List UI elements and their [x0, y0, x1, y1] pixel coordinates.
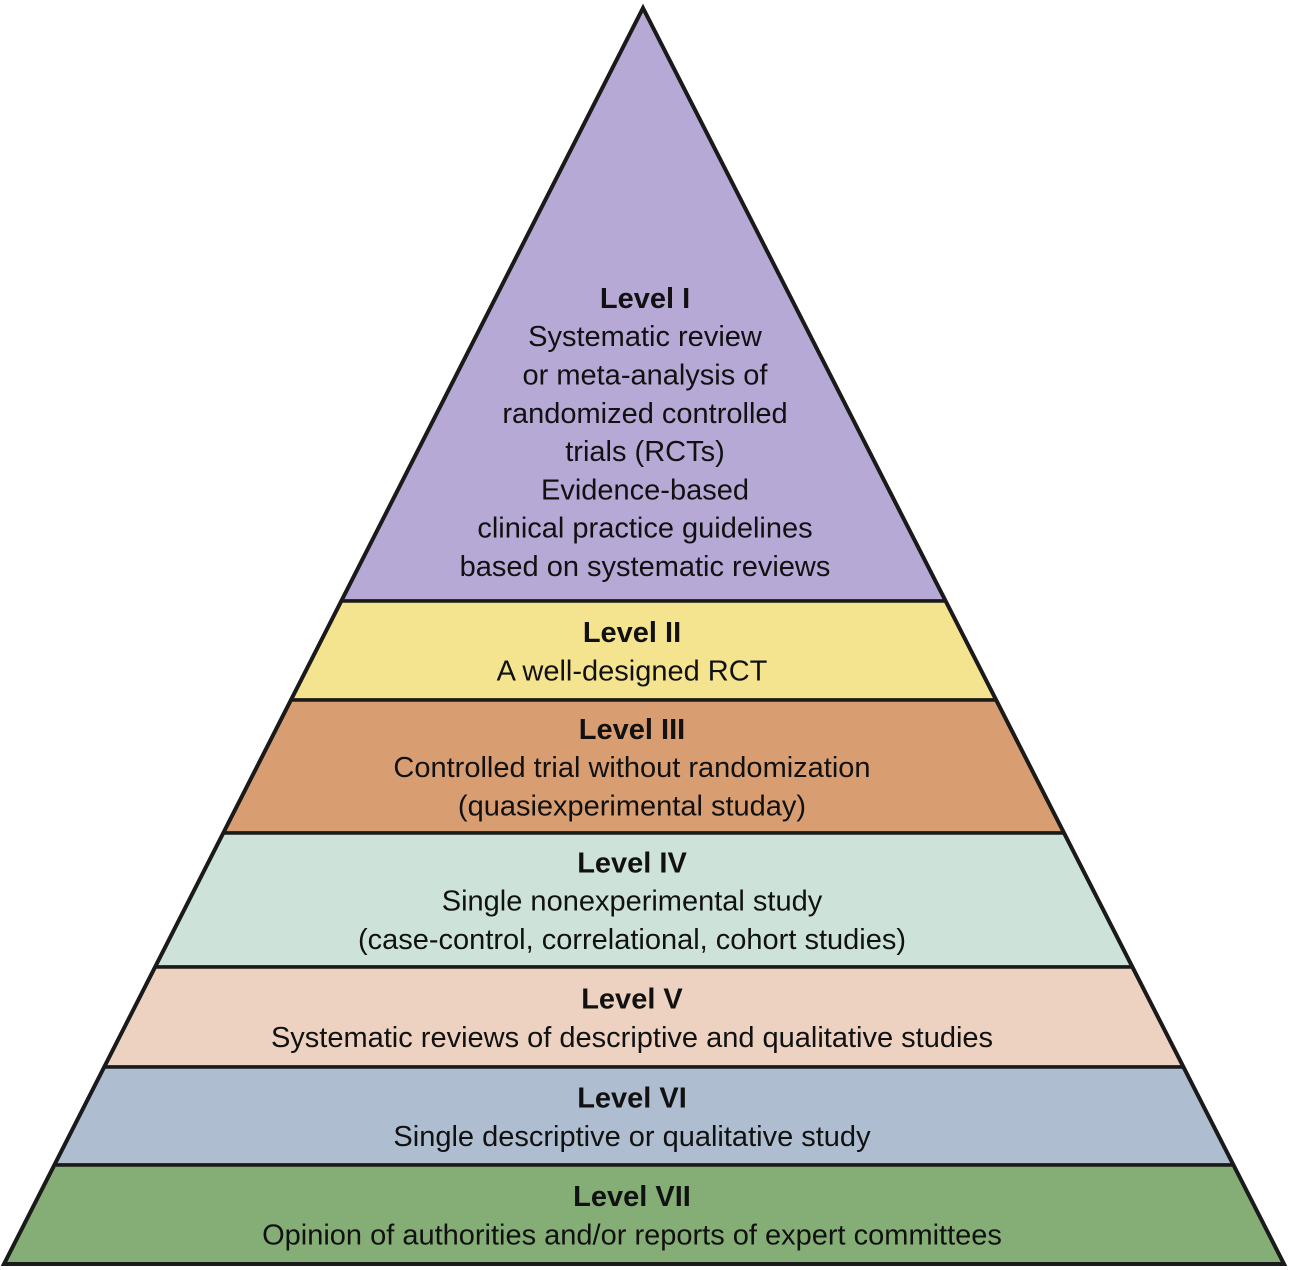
level-1-line-7: based on systematic reviews — [460, 551, 831, 583]
level-1-line-5: Evidence-based — [541, 474, 749, 506]
level-4-title: Level IV — [577, 847, 687, 879]
level-7-title: Level VII — [573, 1181, 691, 1213]
level-1-line-1: Systematic review — [528, 321, 763, 353]
level-2-title: Level II — [583, 617, 681, 649]
pyramid-labels: Level I Systematic review or meta-analysis… — [262, 283, 1002, 1252]
level-2-line-1: A well-designed RCT — [497, 655, 768, 687]
level-1-line-2: or meta-analysis of — [523, 359, 769, 391]
level-6-line-1: Single descriptive or qualitative study — [393, 1121, 871, 1153]
level-1-line-4: trials (RCTs) — [565, 436, 725, 468]
level-7-line-1: Opinion of authorities and/or reports of… — [262, 1219, 1002, 1251]
level-1-line-3: randomized controlled — [502, 398, 787, 430]
level-3-line-2: (quasiexperimental studay) — [458, 791, 806, 823]
pyramid-outline — [0, 3, 1288, 1266]
level-3-line-1: Controlled trial without randomization — [393, 752, 870, 784]
level-4-line-2: (case-control, correlational, cohort stu… — [358, 924, 906, 956]
level-6-title: Level VI — [577, 1083, 687, 1115]
level-5-line-1: Systematic reviews of descriptive and qu… — [271, 1022, 993, 1054]
level-5-title: Level V — [581, 984, 683, 1016]
level-1-line-6: clinical practice guidelines — [477, 513, 812, 545]
level-4-line-1: Single nonexperimental study — [442, 886, 823, 918]
level-1-title: Level I — [600, 283, 690, 315]
level-3-title: Level III — [579, 714, 685, 746]
